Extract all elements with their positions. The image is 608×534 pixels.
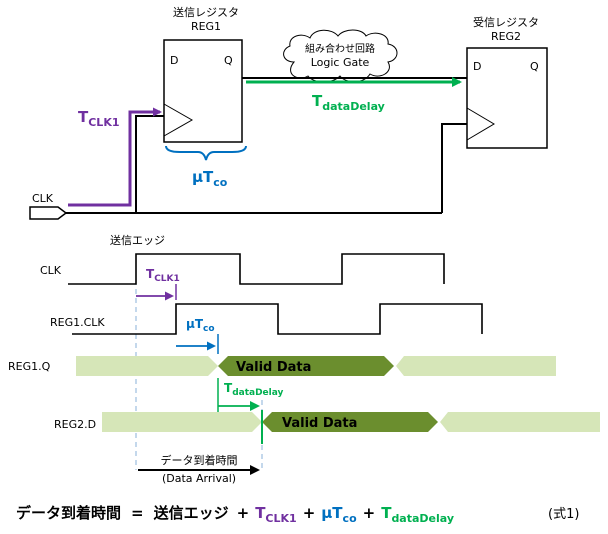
reg1-pin-d: D xyxy=(170,54,178,67)
reg1-clock-symbol xyxy=(163,103,194,137)
reg2-caption: 受信レジスタ xyxy=(473,16,539,29)
signal-reg1-clk-label: REG1.CLK xyxy=(50,316,105,329)
reg1-q-invalid-2 xyxy=(396,356,556,376)
reg2-clock-symbol xyxy=(466,107,495,141)
reg1-name: REG1 xyxy=(191,20,221,33)
mu-tco-label: μTco xyxy=(192,168,228,189)
timing-t-clk1-label: TCLK1 xyxy=(146,267,180,284)
reg2-name: REG2 xyxy=(491,30,521,43)
reg1-pin-q: Q xyxy=(224,54,233,67)
logic-gate-jp: 組み合わせ回路 xyxy=(305,42,375,55)
logic-gate-en: Logic Gate xyxy=(311,56,370,69)
equation-text: データ到着時間=送信エッジ+TCLK1+μTco+TdataDelay xyxy=(16,504,454,525)
signal-clk-label: CLK xyxy=(40,264,62,277)
reg2-d-invalid-2 xyxy=(440,412,600,432)
mu-tco-bracket xyxy=(165,145,247,161)
clk-waveform xyxy=(68,253,445,285)
arrival-label-jp: データ到着時間 xyxy=(161,453,238,467)
clk-to-reg2-wire xyxy=(441,123,467,213)
reg1-q-valid-text: Valid Data xyxy=(236,360,311,375)
equation-ref: (式1) xyxy=(548,507,579,522)
send-edge-label: 送信エッジ xyxy=(110,233,165,247)
reg1-clk-waveform xyxy=(72,303,483,335)
clk-label: CLK xyxy=(32,192,54,205)
clk-input-port xyxy=(29,206,68,220)
reg1-q-valid xyxy=(218,356,394,376)
clk-to-reg1-wire xyxy=(135,115,164,213)
t-clk1-path xyxy=(68,107,162,207)
timing-mu-tco-label: μTco xyxy=(186,317,215,334)
t-datadelay-label: TdataDelay xyxy=(312,92,385,113)
timing: 送信エッジ CLK TCLK1 REG1.CLK μTco REG1.Q Val… xyxy=(8,233,600,485)
reg1-caption: 送信レジスタ xyxy=(173,5,239,19)
timing-t-datadelay-label: TdataDelay xyxy=(224,381,284,398)
reg2-d-invalid-1 xyxy=(102,412,262,432)
signal-reg2-d-label: REG2.D xyxy=(54,418,96,431)
arrival-label-en: (Data Arrival) xyxy=(162,472,236,485)
reg2-d-valid-text: Valid Data xyxy=(282,416,357,431)
signal-reg1-q-label: REG1.Q xyxy=(8,360,51,373)
reg2-box xyxy=(466,47,548,149)
reg1-box xyxy=(163,39,243,143)
equation: データ到着時間=送信エッジ+TCLK1+μTco+TdataDelay (式1) xyxy=(16,504,579,525)
reg1-q-invalid-1 xyxy=(76,356,218,376)
reg2-pin-q: Q xyxy=(530,60,539,73)
reg2-pin-d: D xyxy=(473,60,481,73)
circuit: 送信レジスタ REG1 D Q 受信レジスタ REG2 D Q 組み合わせ回路 … xyxy=(29,5,548,220)
reg2-d-valid xyxy=(262,412,438,432)
t-clk1-label: TCLK1 xyxy=(78,108,120,129)
